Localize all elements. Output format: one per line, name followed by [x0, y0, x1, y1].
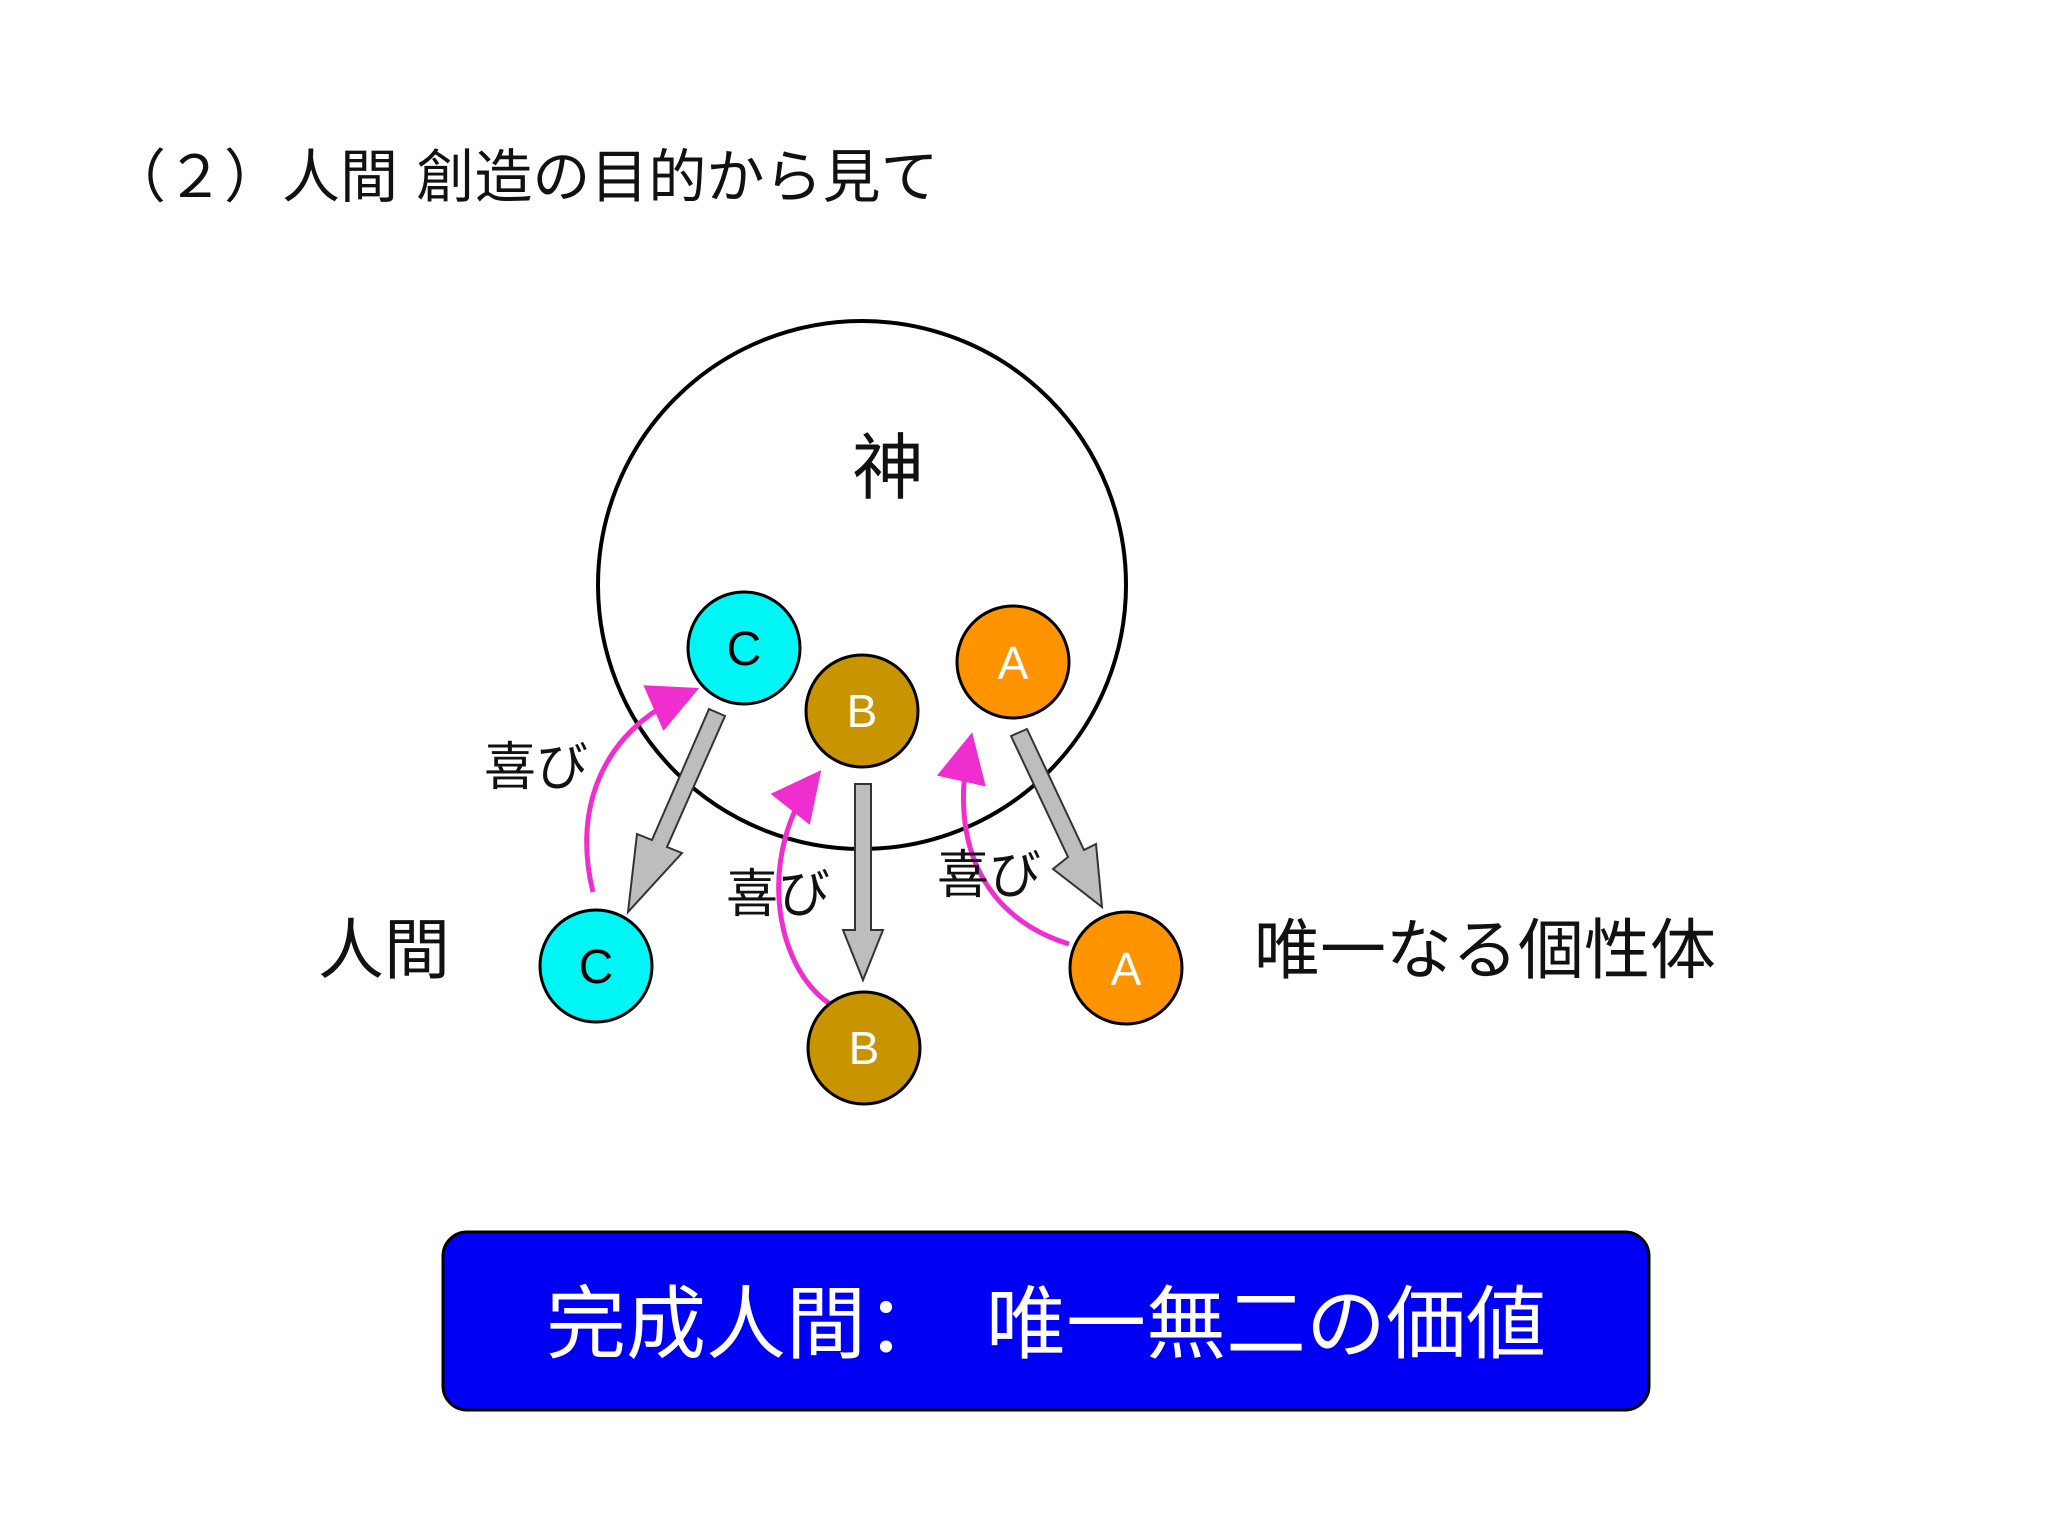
joy-arrow-c [584, 685, 700, 893]
node-c-upper-label: C [727, 623, 762, 676]
joy-label-c: 喜び [484, 738, 588, 798]
node-a-lower: A [1068, 910, 1184, 1026]
node-b-lower-label: B [849, 1022, 880, 1074]
node-b-upper-label: B [847, 685, 878, 737]
down-arrow-b [841, 783, 885, 983]
node-a-lower-label: A [1111, 943, 1142, 995]
node-c-lower: C [538, 908, 654, 1024]
joy-label-b: 喜び [726, 865, 830, 925]
node-a-upper-label: A [998, 637, 1029, 689]
individual-label: 唯一なる個性体 [1254, 912, 1716, 989]
node-c-lower-label: C [579, 941, 614, 994]
node-b-upper: B [804, 653, 920, 769]
joy-arrow-b [770, 770, 832, 1007]
joy-label-a: 喜び [937, 846, 1041, 906]
slide-title: （２）人間 創造の目的から見て [108, 143, 938, 211]
banner-text: 完成人間： 唯一無二の価値 [546, 1278, 1546, 1371]
god-label: 神 [852, 426, 924, 510]
human-label: 人間 [318, 912, 450, 989]
node-c-upper: C [686, 590, 802, 706]
node-a-upper: A [955, 604, 1071, 720]
down-arrow-c [626, 707, 727, 915]
down-arrow-a [1009, 727, 1104, 910]
node-b-lower: B [806, 990, 922, 1106]
joy-arrow-a [936, 732, 1070, 947]
conclusion-banner: 完成人間： 唯一無二の価値 [441, 1230, 1651, 1412]
